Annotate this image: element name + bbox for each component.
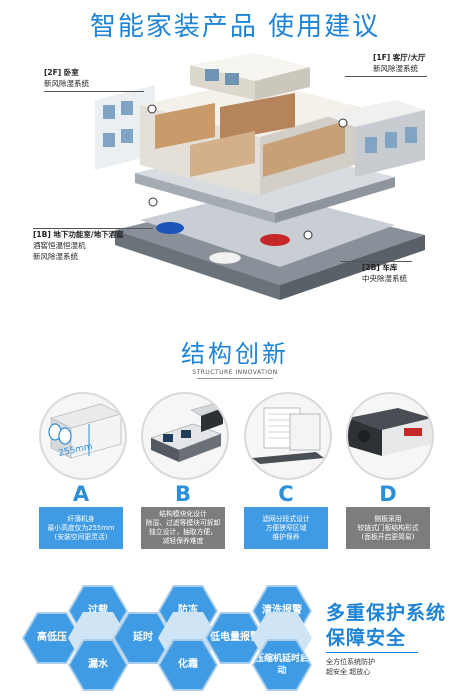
white-car xyxy=(208,251,242,265)
hex-water-leak: 漏水 xyxy=(68,639,128,691)
protection-title: 多重保护系统 保障安全 xyxy=(326,602,447,649)
feature-c-letter: C xyxy=(278,482,294,506)
hex-compressor-delay-start: 压缩机延时启动 xyxy=(252,639,312,691)
label-2b-garage: [2B] 车库 中央除湿系统 xyxy=(362,263,407,283)
blue-car xyxy=(156,222,184,234)
feature-a-letter: A xyxy=(72,482,90,506)
protection-subtitle: 全方位系统防护 超安全 超放心 xyxy=(326,658,375,676)
feature-b-image xyxy=(141,392,229,480)
structure-subtitle: STRUCTURE INNOVATION xyxy=(192,369,278,376)
feature-d-image xyxy=(346,392,434,480)
structure-title: 结构创新 xyxy=(181,340,289,368)
feature-a-description: 纤薄机身 最小高度仅为255mm (安装空间更灵活) xyxy=(39,507,123,549)
feature-c-image xyxy=(244,392,332,480)
hex-defrost: 化霜 xyxy=(158,639,218,691)
label-1b-basement: [1B] 地下功能室/地下酒窖 酒窖恒温恒湿机 新风除湿系统 xyxy=(33,230,124,261)
feature-d-letter: D xyxy=(379,482,397,506)
label-2f-bedroom: [2F] 卧室 新风除湿系统 xyxy=(44,68,89,88)
feature-d-description: 侧板采用 较链式门板结构形式 (面板开启更简易) xyxy=(346,507,430,549)
red-car xyxy=(260,234,290,246)
page-title: 智能家装产品 使用建议 xyxy=(89,12,381,42)
feature-c-description: 滤网分段式设计 方便狭窄区域 维护保养 xyxy=(244,507,328,549)
feature-b-description: 结构模块化设计 除湿、过滤等模块可拆卸 独立设计，抽取方便， 减轻保养难度 xyxy=(141,507,225,549)
label-1f-living-room: [1F] 客厅/大厅 新风除湿系统 xyxy=(373,53,426,73)
feature-a-image: 255mm xyxy=(39,392,127,480)
house-cutaway-illustration xyxy=(95,53,425,300)
feature-b-letter: B xyxy=(174,482,191,506)
